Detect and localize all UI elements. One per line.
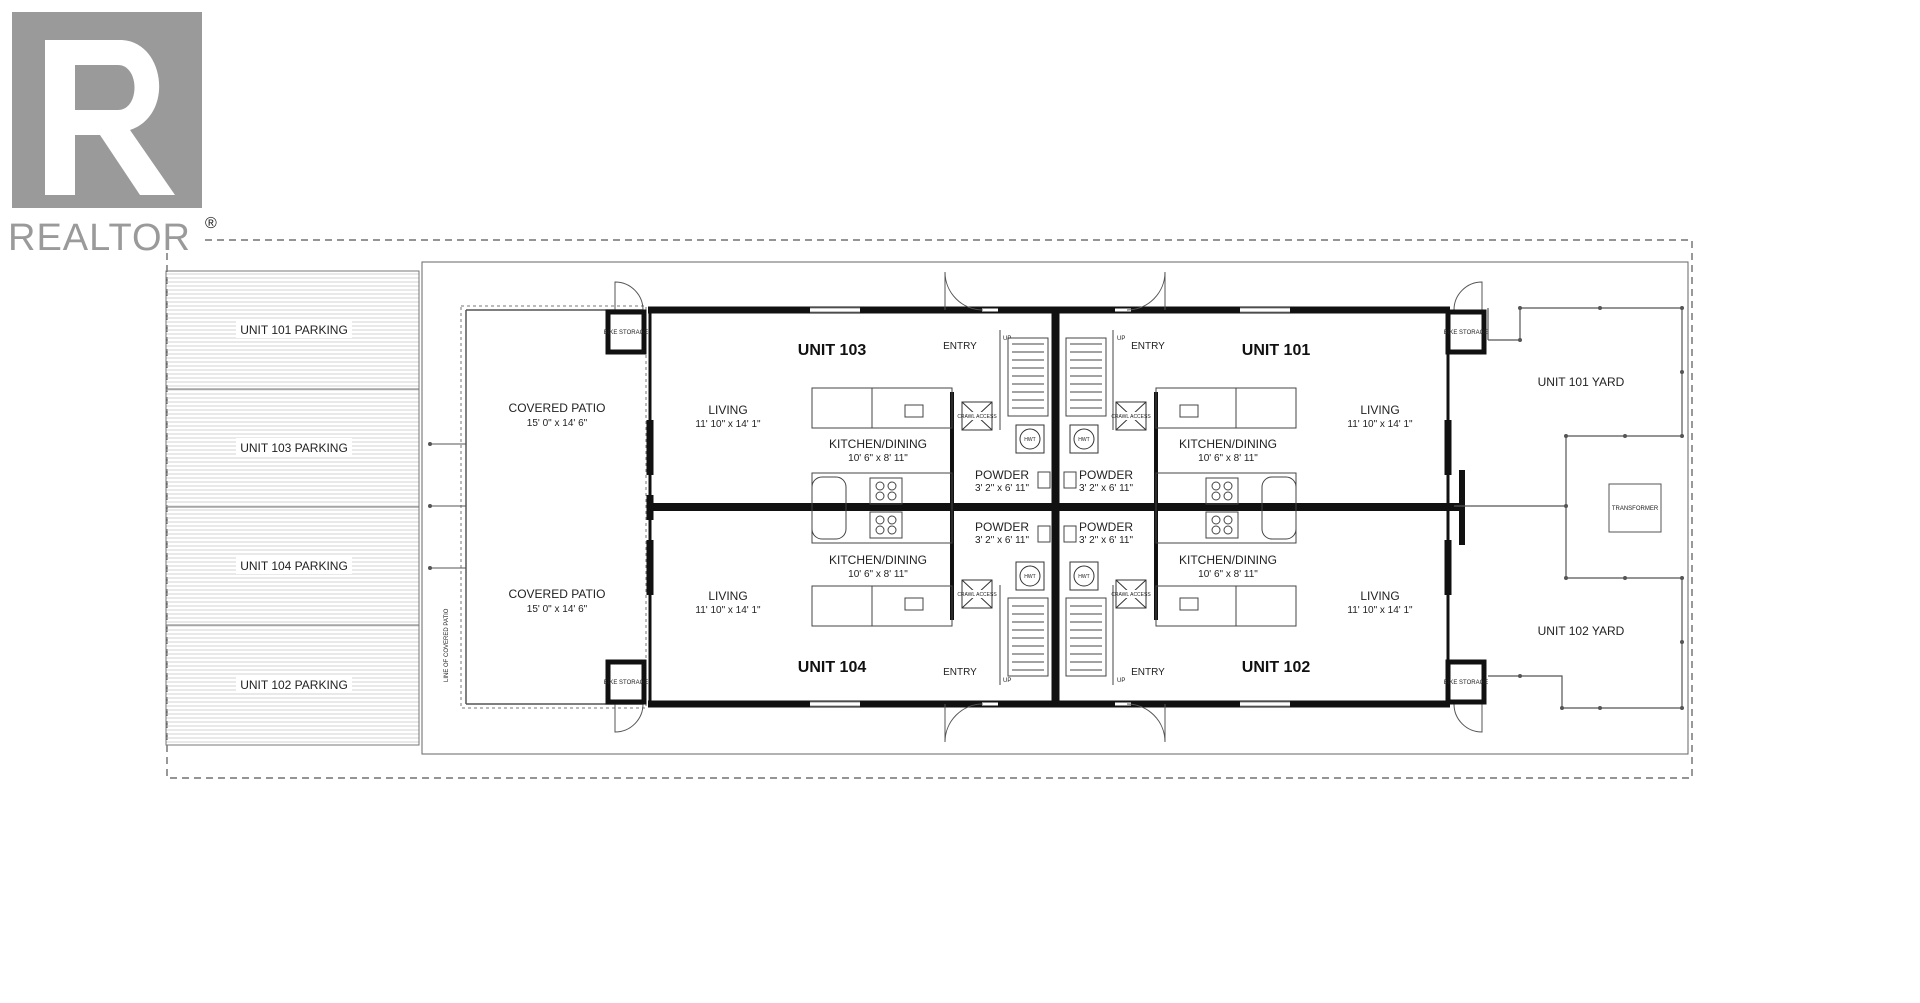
kitchen-dim-103: 10' 6" x 8' 11" bbox=[848, 453, 908, 464]
patio-top-label: COVERED PATIO bbox=[509, 401, 606, 415]
yard-posts bbox=[1518, 306, 1684, 710]
stair-up-101: UP bbox=[1117, 336, 1125, 342]
hwt-label-102: HWT bbox=[1078, 574, 1089, 580]
parking-label-102: UNIT 102 PARKING bbox=[240, 678, 348, 692]
living-label-104: LIVING bbox=[708, 589, 747, 603]
crawl-access-101: CRAWL ACCESS bbox=[1111, 414, 1151, 420]
patio-bottom-dim: 15' 0" x 14' 6" bbox=[527, 604, 588, 615]
transformer-label: TRANSFORMER bbox=[1612, 506, 1659, 512]
windows bbox=[810, 308, 1290, 706]
powder-label-104: POWDER bbox=[975, 520, 1029, 534]
kitchen-dim-101: 10' 6" x 8' 11" bbox=[1198, 453, 1258, 464]
living-dim-104: 11' 10" x 14' 1" bbox=[695, 605, 761, 616]
powder-label-103: POWDER bbox=[975, 468, 1029, 482]
living-dim-101: 11' 10" x 14' 1" bbox=[1347, 419, 1413, 430]
parking-stall-103 bbox=[165, 388, 420, 508]
crawl-access-103: CRAWL ACCESS bbox=[957, 414, 997, 420]
powder-dim-102: 3' 2" x 6' 11" bbox=[1079, 535, 1134, 546]
yard-label-102: UNIT 102 YARD bbox=[1538, 624, 1625, 638]
entry-label-102: ENTRY bbox=[1131, 667, 1165, 678]
logo-registered-mark: ® bbox=[205, 215, 217, 232]
living-label-102: LIVING bbox=[1360, 589, 1399, 603]
patio-bottom-label: COVERED PATIO bbox=[509, 587, 606, 601]
entry-label-101: ENTRY bbox=[1131, 341, 1165, 352]
powder-rooms bbox=[1037, 471, 1077, 543]
powder-dim-103: 3' 2" x 6' 11" bbox=[975, 483, 1030, 494]
hwt-label-101: HWT bbox=[1078, 437, 1089, 443]
stair-up-102: UP bbox=[1117, 678, 1125, 684]
parking-label-101: UNIT 101 PARKING bbox=[240, 323, 348, 337]
bike-storage: BIKE STORAGE BIKE STORAGE BIKE STORAGE B… bbox=[604, 309, 1489, 705]
realtor-logo: REALTOR ® bbox=[8, 12, 217, 259]
unit-label-104: UNIT 104 bbox=[798, 659, 867, 676]
hwt-label-104: HWT bbox=[1024, 574, 1035, 580]
entry-label-104: ENTRY bbox=[943, 667, 977, 678]
unit-label-102: UNIT 102 bbox=[1242, 659, 1311, 676]
unit-label-101: UNIT 101 bbox=[1242, 342, 1311, 359]
stair-up-103: UP bbox=[1003, 336, 1011, 342]
kitchen-counters bbox=[811, 387, 1297, 627]
parking-area: UNIT 101 PARKING UNIT 103 PARKING UNIT 1… bbox=[165, 270, 420, 746]
powder-label-101: POWDER bbox=[1079, 468, 1133, 482]
kitchen-label-103: KITCHEN/DINING bbox=[829, 437, 927, 451]
crawl-access-102: CRAWL ACCESS bbox=[1111, 592, 1151, 598]
living-dim-103: 11' 10" x 14' 1" bbox=[695, 419, 761, 430]
site-boundary bbox=[421, 261, 1689, 755]
covered-patios: COVERED PATIO 15' 0" x 14' 6" COVERED PA… bbox=[428, 305, 647, 709]
kitchen-dim-104: 10' 6" x 8' 11" bbox=[848, 569, 908, 580]
entry-label-103: ENTRY bbox=[943, 341, 977, 352]
crawl-access-104: CRAWL ACCESS bbox=[957, 592, 997, 598]
unit-label-103: UNIT 103 bbox=[798, 342, 867, 359]
hwt-label-103: HWT bbox=[1024, 437, 1035, 443]
living-label-101: LIVING bbox=[1360, 403, 1399, 417]
patio-line-note: LINE OF COVERED PATIO bbox=[444, 608, 450, 682]
logo-text: REALTOR bbox=[8, 217, 191, 259]
living-label-103: LIVING bbox=[708, 403, 747, 417]
parking-label-104: UNIT 104 PARKING bbox=[240, 559, 348, 573]
hot-water-tanks bbox=[1015, 424, 1099, 591]
stair-up-104: UP bbox=[1003, 678, 1011, 684]
living-dim-102: 11' 10" x 14' 1" bbox=[1347, 605, 1413, 616]
bike-storage-label-101: BIKE STORAGE bbox=[1444, 330, 1489, 336]
kitchen-label-104: KITCHEN/DINING bbox=[829, 553, 927, 567]
powder-label-102: POWDER bbox=[1079, 520, 1133, 534]
yard-label-101: UNIT 101 YARD bbox=[1538, 375, 1625, 389]
bike-storage-label-102: BIKE STORAGE bbox=[1444, 680, 1489, 686]
kitchen-dim-102: 10' 6" x 8' 11" bbox=[1198, 569, 1258, 580]
room-labels: UNIT 103 UNIT 101 UNIT 104 UNIT 102 LIVI… bbox=[695, 341, 1413, 678]
transformer-box bbox=[1608, 483, 1662, 533]
bike-storage-label-104: BIKE STORAGE bbox=[604, 680, 649, 686]
kitchen-label-102: KITCHEN/DINING bbox=[1179, 553, 1277, 567]
patio-top-dim: 15' 0" x 14' 6" bbox=[527, 418, 588, 429]
bike-storage-label-103: BIKE STORAGE bbox=[604, 330, 649, 336]
powder-dim-104: 3' 2" x 6' 11" bbox=[975, 535, 1030, 546]
powder-dim-101: 3' 2" x 6' 11" bbox=[1079, 483, 1134, 494]
kitchen-label-101: KITCHEN/DINING bbox=[1179, 437, 1277, 451]
parking-label-103: UNIT 103 PARKING bbox=[240, 441, 348, 455]
stairs bbox=[999, 330, 1114, 685]
building-walls bbox=[646, 306, 1465, 708]
door-swings bbox=[614, 271, 1483, 743]
